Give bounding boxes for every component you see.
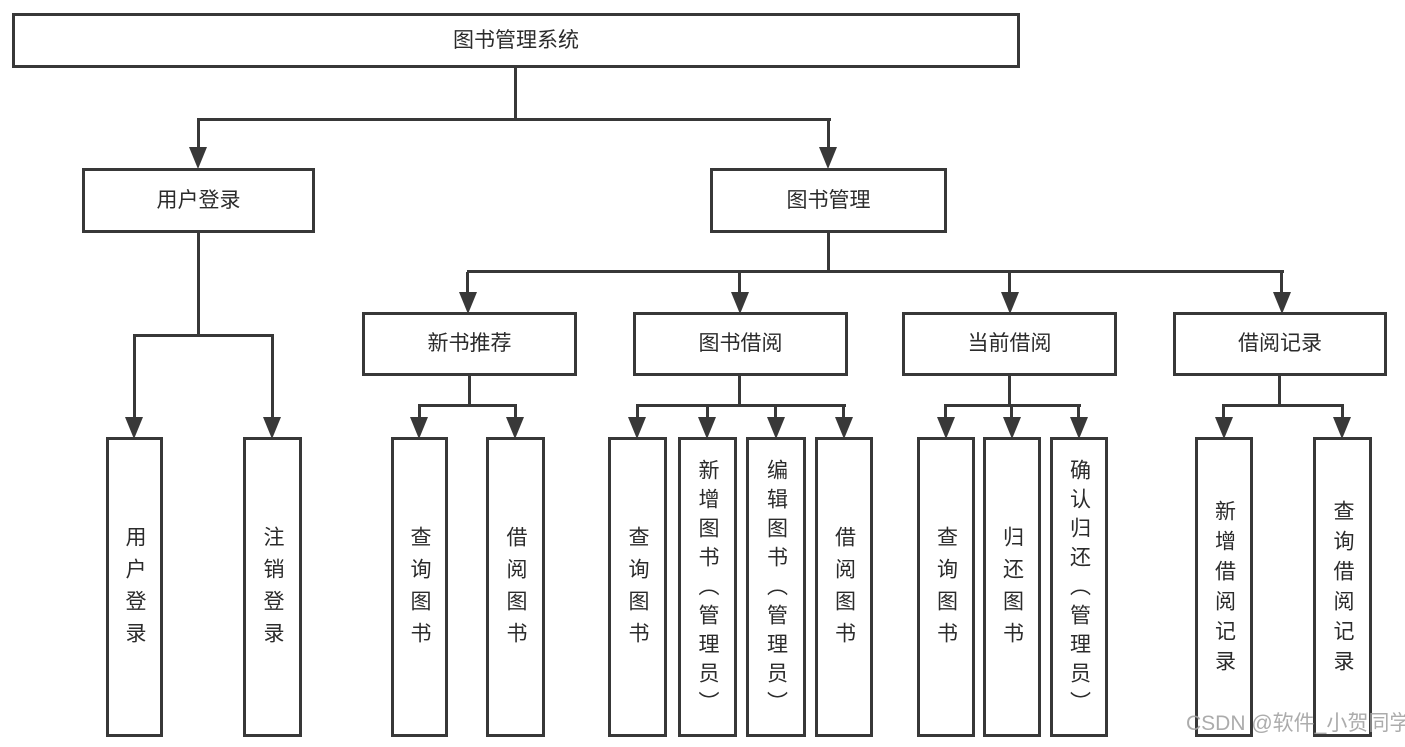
node-query-books-recommend: 查询图书 — [391, 437, 448, 737]
connector-line — [827, 120, 830, 150]
connector-line — [1008, 376, 1011, 407]
connector-line — [197, 118, 831, 121]
connector-line — [467, 270, 1284, 273]
arrow-down-icon — [1001, 292, 1019, 314]
arrow-down-icon — [459, 292, 477, 314]
node-borrow-books-borrowing: 借阅图书 — [815, 437, 873, 737]
arrow-down-icon — [698, 417, 716, 439]
arrow-down-icon — [937, 417, 955, 439]
connector-line — [271, 336, 274, 419]
connector-line — [738, 272, 741, 294]
node-new-book-recommend: 新书推荐 — [362, 312, 577, 376]
connector-line — [1278, 376, 1281, 407]
connector-line — [514, 68, 517, 121]
connector-line — [944, 406, 947, 419]
arrow-down-icon — [628, 417, 646, 439]
connector-line — [738, 376, 741, 407]
arrow-down-icon — [506, 417, 524, 439]
node-query-books-borrowing: 查询图书 — [608, 437, 667, 737]
arrow-down-icon — [125, 417, 143, 439]
node-query-borrow-record: 查询借阅记录 — [1313, 437, 1372, 737]
connector-line — [1280, 272, 1283, 294]
arrow-down-icon — [410, 417, 428, 439]
connector-line — [133, 334, 274, 337]
node-confirm-return-admin: 确认归还（管理员） — [1050, 437, 1108, 737]
node-add-books-admin: 新增图书（管理员） — [678, 437, 737, 737]
arrow-down-icon — [1003, 417, 1021, 439]
node-system-root: 图书管理系统 — [12, 13, 1020, 68]
connector-line — [1222, 404, 1344, 407]
connector-line — [197, 233, 200, 337]
connector-line — [418, 406, 421, 419]
connector-line — [133, 336, 136, 419]
node-borrow-books-recommend: 借阅图书 — [486, 437, 545, 737]
node-current-borrowing: 当前借阅 — [902, 312, 1117, 376]
arrow-down-icon — [1333, 417, 1351, 439]
connector-line — [1077, 406, 1080, 419]
connector-line — [1010, 406, 1013, 419]
connector-line — [706, 406, 709, 419]
connector-line — [468, 376, 471, 407]
connector-line — [418, 404, 517, 407]
node-logout-leaf: 注销登录 — [243, 437, 302, 737]
connector-line — [827, 233, 830, 273]
csdn-watermark: CSDN @软件_小贺同学 — [1186, 712, 1405, 735]
node-user-login-leaf: 用户登录 — [106, 437, 163, 737]
arrow-down-icon — [1070, 417, 1088, 439]
node-user-login: 用户登录 — [82, 168, 315, 233]
node-query-books-current: 查询图书 — [917, 437, 975, 737]
arrow-down-icon — [835, 417, 853, 439]
node-borrowing-records: 借阅记录 — [1173, 312, 1387, 376]
connector-line — [1341, 406, 1344, 419]
connector-line — [842, 406, 845, 419]
connector-line — [774, 406, 777, 419]
node-edit-books-admin: 编辑图书（管理员） — [746, 437, 806, 737]
node-book-borrowing: 图书借阅 — [633, 312, 848, 376]
arrow-down-icon — [189, 147, 207, 169]
arrow-down-icon — [1273, 292, 1291, 314]
connector-line — [636, 406, 639, 419]
connector-line — [636, 404, 846, 407]
arrow-down-icon — [1215, 417, 1233, 439]
connector-line — [944, 404, 1081, 407]
arrow-down-icon — [263, 417, 281, 439]
connector-line — [1008, 272, 1011, 294]
node-add-borrow-record: 新增借阅记录 — [1195, 437, 1253, 737]
node-book-management: 图书管理 — [710, 168, 947, 233]
arrow-down-icon — [767, 417, 785, 439]
arrow-down-icon — [731, 292, 749, 314]
connector-line — [466, 272, 469, 294]
connector-line — [1222, 406, 1225, 419]
arrow-down-icon — [819, 147, 837, 169]
connector-line — [514, 406, 517, 419]
connector-line — [197, 120, 200, 150]
node-return-books: 归还图书 — [983, 437, 1041, 737]
